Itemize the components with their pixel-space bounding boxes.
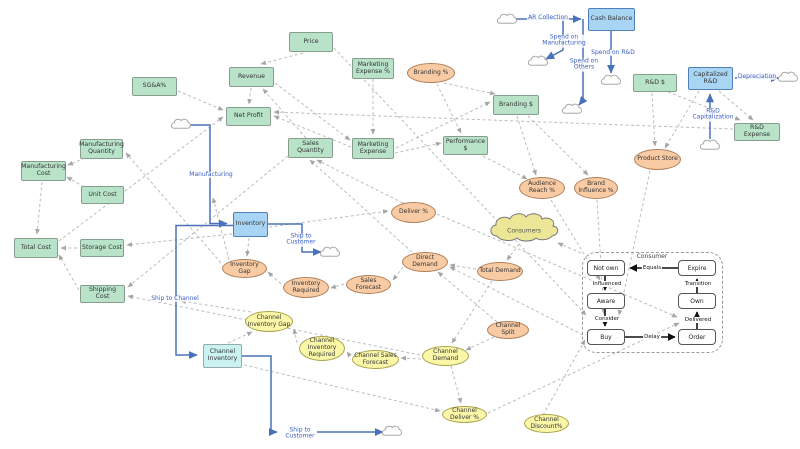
node-sga-pct[interactable]: SG&A%	[132, 77, 177, 96]
node-channel-discount-pct[interactable]: Channel Discount%	[524, 414, 569, 433]
node-revenue[interactable]: Revenue	[229, 67, 274, 87]
node-total-demand[interactable]: Total Demand	[477, 262, 523, 281]
flow-label-depreciation[interactable]: Depreciation	[736, 72, 778, 81]
node-brand-influence-pct[interactable]: Brand Influence %	[574, 177, 618, 199]
stock-channel-inventory[interactable]: Channel Inventory	[203, 344, 242, 368]
node-consumers-label: Consumers	[507, 227, 541, 235]
transition-delivered: Delivered	[683, 317, 713, 323]
state-buy[interactable]: Buy	[587, 329, 625, 345]
flow-label-manufacturing[interactable]: Manufacturing	[188, 170, 234, 179]
node-branding-dollar[interactable]: Branding $	[493, 95, 539, 115]
transition-delay: Delay	[643, 334, 661, 340]
state-order[interactable]: Order	[678, 329, 716, 345]
node-unit-cost[interactable]: Unit Cost	[81, 186, 124, 204]
node-channel-inventory-gap[interactable]: Channel Inventory Gap	[245, 311, 293, 332]
consumers-cloud-shape[interactable]	[490, 213, 559, 242]
node-direct-demand[interactable]: Direct Demand	[402, 252, 448, 272]
state-not-own[interactable]: Not own	[587, 260, 625, 276]
state-own[interactable]: Own	[678, 293, 716, 309]
node-total-cost[interactable]: Total Cost	[14, 238, 58, 258]
flow-label-ship-to-customer-direct[interactable]: Ship to Customer	[284, 233, 318, 247]
stock-inventory[interactable]: Inventory	[233, 212, 268, 237]
transition-consider: Consider	[593, 316, 621, 322]
transition-influenced: Influenced	[591, 281, 623, 287]
flow-label-ship-to-customer-channel[interactable]: Ship to Customer	[283, 427, 317, 441]
node-rnd-dollar[interactable]: R&D $	[633, 74, 677, 92]
node-deliver-pct[interactable]: Deliver %	[391, 202, 436, 223]
consumer-state-machine	[582, 252, 723, 353]
node-audience-reach-pct[interactable]: Audience Reach %	[519, 177, 565, 199]
consumer-machine-title: Consumer	[636, 253, 668, 260]
node-inventory-required[interactable]: Inventory Required	[283, 277, 329, 298]
flow-label-spend-on-rnd[interactable]: Spend on R&D	[590, 48, 636, 57]
node-price[interactable]: Price	[289, 32, 333, 52]
flow-label-ar-collection[interactable]: AR Collection	[527, 13, 569, 22]
flow-label-ship-to-channel[interactable]: Ship to Channel	[150, 294, 200, 303]
node-channel-sales-forecast[interactable]: Channel Sales Forecast	[352, 350, 399, 369]
stock-capitalized-rnd[interactable]: Capitalized R&D	[688, 67, 733, 90]
node-rnd-expense[interactable]: R&D Expense	[734, 123, 780, 141]
node-channel-split[interactable]: Channel Split	[487, 321, 529, 339]
transition-transition: Transition	[683, 281, 713, 287]
node-product-store[interactable]: Product Store	[634, 149, 681, 170]
state-expire[interactable]: Expire	[678, 260, 716, 276]
node-net-profit[interactable]: Net Profit	[226, 107, 271, 126]
stock-cash-balance[interactable]: Cash Balance	[588, 8, 635, 31]
node-branding-pct[interactable]: Branding %	[407, 63, 455, 83]
flow-label-rnd-capitalization[interactable]: R&D Capitalization	[691, 107, 735, 122]
flow-label-spend-on-others[interactable]: Spend on Others	[568, 57, 600, 72]
node-channel-demand[interactable]: Channel Demand	[422, 346, 469, 366]
node-storage-cost[interactable]: Storage Cost	[80, 239, 124, 257]
node-performance-dollar[interactable]: Performance $	[443, 136, 488, 155]
node-shipping-cost[interactable]: Shipping Cost	[80, 285, 125, 303]
node-marketing-expense-pct[interactable]: Marketing Expense %	[352, 58, 394, 79]
node-sales-forecast[interactable]: Sales Forecast	[346, 275, 391, 294]
state-aware[interactable]: Aware	[587, 293, 625, 309]
node-channel-inventory-required[interactable]: Channel Inventory Required	[299, 336, 345, 361]
node-sales-quantity[interactable]: Sales Quantity	[288, 138, 333, 158]
transition-equals: Equals	[641, 265, 663, 271]
node-manufacturing-cost[interactable]: Manufacturing Cost	[21, 161, 66, 181]
flow-label-spend-on-manufacturing[interactable]: Spend on Manufacturing	[540, 34, 588, 48]
node-manufacturing-quantity[interactable]: Manufacturing Quantity	[79, 139, 124, 159]
node-marketing-expense[interactable]: Marketing Expense	[352, 138, 394, 159]
node-inventory-gap[interactable]: Inventory Gap	[222, 259, 267, 278]
node-channel-deliver-pct[interactable]: Channel Deliver %	[442, 406, 487, 423]
